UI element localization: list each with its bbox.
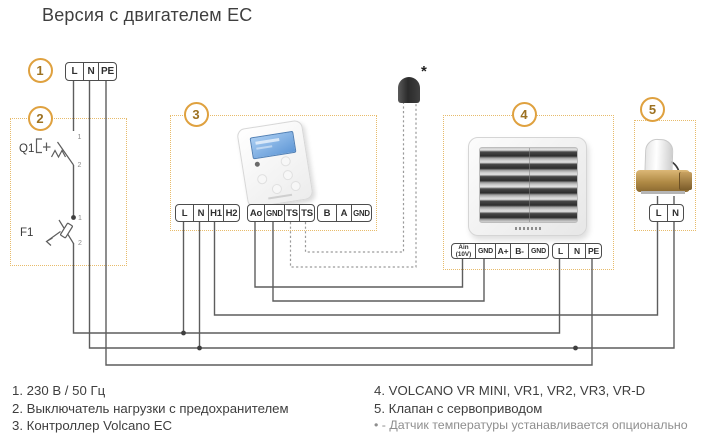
junction-dots bbox=[71, 215, 578, 351]
heater-device bbox=[468, 137, 587, 236]
terminal-N: N bbox=[193, 205, 208, 221]
terminal-block-source: L N PE bbox=[65, 62, 117, 81]
controller-button bbox=[256, 173, 268, 185]
terminal-N: N bbox=[83, 63, 98, 80]
terminal-Ain-10V: Ain (10V) bbox=[452, 244, 475, 258]
legend-item-3: 3. Контроллер Volcano EC bbox=[12, 418, 173, 433]
terminal-N: N bbox=[667, 205, 683, 221]
terminal-block-controller-analog: Ao GND TS TS bbox=[247, 204, 315, 222]
terminal-L: L bbox=[655, 207, 662, 219]
terminal-TS: TS bbox=[284, 205, 299, 221]
terminal-Ao: Ao bbox=[249, 207, 263, 219]
terminal-L: L bbox=[181, 207, 188, 219]
controller-led bbox=[254, 161, 261, 168]
badge-4: 4 bbox=[511, 101, 537, 127]
wire-PE-run bbox=[105, 81, 593, 366]
badge-2: 2 bbox=[27, 105, 53, 131]
terminal-GND: GND bbox=[475, 244, 495, 258]
controller-brand-strip bbox=[268, 193, 293, 200]
temperature-sensor bbox=[398, 77, 420, 103]
terminal-block-controller-power: L N H1 H2 bbox=[175, 204, 240, 222]
legend-right: 4. VOLCANO VR MINI, VR1, VR2, VR3, VR-D … bbox=[374, 382, 704, 435]
terminal-PE: PE bbox=[98, 63, 116, 80]
badge-3: 3 bbox=[183, 101, 209, 127]
page-title: Версия с двигателем EC bbox=[42, 5, 253, 25]
heater-brand-strip bbox=[515, 227, 541, 230]
legend-item-5: 5. Клапан с сервоприводом bbox=[374, 400, 543, 416]
legend-item-4: 4. VOLCANO VR MINI, VR1, VR2, VR3, VR-D bbox=[374, 383, 646, 398]
wire-TS2-sensor bbox=[304, 103, 405, 253]
terminal-block-controller-bus: B A GND bbox=[317, 204, 372, 222]
valve-coupling-nut bbox=[679, 172, 692, 190]
terminal-ain-line2: (10V) bbox=[455, 251, 472, 258]
controller-button bbox=[282, 169, 294, 181]
terminal-TS: TS bbox=[299, 205, 314, 221]
breaker-label: Q1 bbox=[19, 143, 35, 155]
controller-button bbox=[279, 155, 292, 168]
terminal-L: L bbox=[558, 246, 563, 256]
heater-louvers bbox=[479, 147, 578, 223]
terminal-GND: GND bbox=[528, 244, 548, 258]
breaker-contact-bottom-label: 2 bbox=[78, 162, 82, 169]
fuse-label: F1 bbox=[20, 227, 34, 239]
breaker-symbol bbox=[35, 138, 74, 166]
terminal-H1: H1 bbox=[208, 205, 223, 221]
terminal-L: L bbox=[71, 66, 78, 77]
terminal-block-heater-control: Ain (10V) GND A+ B- GND bbox=[451, 243, 549, 259]
badge-1: 1 bbox=[27, 57, 53, 83]
terminal-A: A bbox=[336, 205, 351, 221]
fuse-symbol bbox=[45, 219, 75, 246]
valve-body bbox=[636, 170, 690, 192]
legend-left: 1. 230 В / 50 Гц 2. Выключатель нагрузки… bbox=[12, 382, 362, 435]
terminal-A-plus: A+ bbox=[495, 244, 510, 258]
terminal-GND: GND bbox=[264, 205, 284, 221]
legend-item-1: 1. 230 В / 50 Гц bbox=[12, 383, 106, 398]
group-box-switch bbox=[10, 118, 127, 266]
valve-base-plate bbox=[641, 191, 685, 194]
terminal-block-heater-power: L N PE bbox=[552, 243, 602, 259]
contact-labels: 1 2 1 2 bbox=[78, 134, 83, 247]
sensor-asterisk: * bbox=[421, 63, 427, 80]
legend-note: • - Датчик температуры устанавливается о… bbox=[374, 418, 688, 432]
sensor-dashed-wires bbox=[289, 103, 417, 268]
valve-stubs bbox=[656, 196, 675, 204]
wire-L-run bbox=[72, 243, 561, 334]
terminal-N: N bbox=[568, 244, 585, 258]
wire-H1-valve bbox=[213, 222, 659, 316]
breaker-contact-top-label: 1 bbox=[78, 134, 82, 141]
terminal-PE: PE bbox=[585, 244, 601, 258]
wire-N-run bbox=[88, 81, 675, 349]
fuse-contact-bottom-label: 2 bbox=[78, 240, 82, 247]
badge-5: 5 bbox=[640, 96, 665, 122]
terminal-B-minus: B- bbox=[510, 244, 528, 258]
terminal-GND: GND bbox=[351, 205, 371, 221]
controller-screen bbox=[249, 130, 297, 160]
controller-button bbox=[289, 180, 302, 192]
wire-TS1-sensor bbox=[289, 103, 417, 268]
legend-item-2: 2. Выключатель нагрузки с предохранителе… bbox=[12, 400, 289, 416]
terminal-block-valve: L N bbox=[649, 204, 684, 222]
controller-button bbox=[271, 183, 283, 195]
wire-Ao-Ain bbox=[254, 222, 464, 288]
fuse-contact-top-label: 1 bbox=[78, 215, 82, 222]
terminal-H2: H2 bbox=[223, 205, 239, 221]
group-box-valve bbox=[634, 120, 696, 231]
controller-device bbox=[236, 119, 314, 209]
terminal-ain-line1: Ain bbox=[458, 243, 469, 251]
wire-GND-GND bbox=[272, 222, 485, 302]
terminal-B: B bbox=[323, 207, 331, 219]
